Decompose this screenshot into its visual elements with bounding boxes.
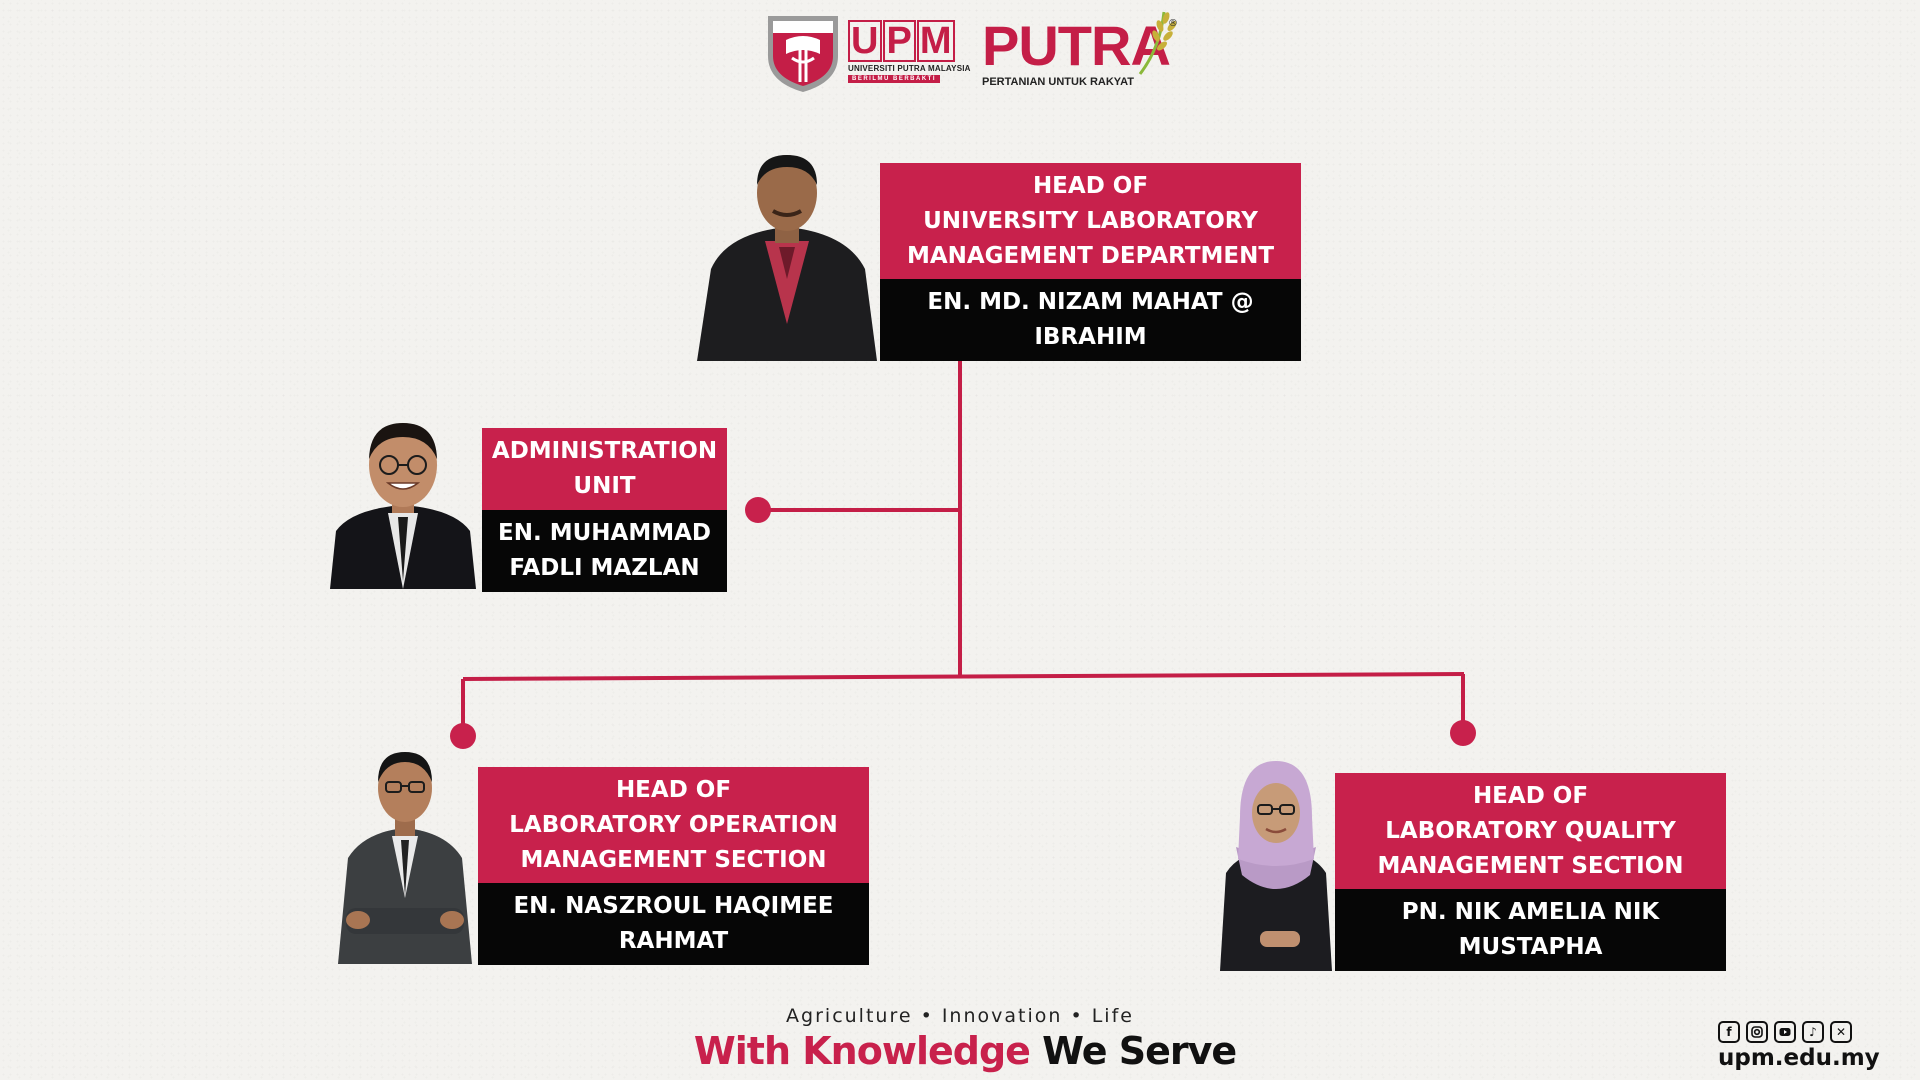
registered-mark-icon: ® bbox=[1168, 18, 1178, 29]
node-operation-title-line: MANAGEMENT SECTION bbox=[520, 846, 827, 873]
node-admin-title-line: UNIT bbox=[573, 473, 636, 499]
putra-subtitle: PERTANIAN UNTUK RAKYAT bbox=[982, 76, 1134, 88]
node-operation-title: HEAD OF LABORATORY OPERATION MANAGEMENT … bbox=[478, 767, 869, 883]
node-admin-name-line: EN. MUHAMMAD bbox=[498, 520, 711, 546]
connector-admin-dot bbox=[745, 497, 771, 523]
node-admin-title: ADMINISTRATION UNIT bbox=[482, 428, 727, 510]
website-link[interactable]: upm.edu.my bbox=[1718, 1045, 1880, 1071]
node-head-name-line: IBRAHIM bbox=[1034, 324, 1147, 350]
motto-red-part: With Knowledge bbox=[693, 1029, 1031, 1073]
node-quality-title-line: HEAD OF bbox=[1472, 782, 1589, 809]
putra-wordmark: PUTRA bbox=[982, 14, 1171, 77]
org-node-admin: ADMINISTRATION UNIT EN. MUHAMMAD FADLI M… bbox=[482, 428, 727, 592]
node-head-title: HEAD OF UNIVERSITY LABORATORY MANAGEMENT… bbox=[880, 163, 1301, 279]
node-operation-name: EN. NASZROUL HAQIMEE RAHMAT bbox=[478, 883, 869, 965]
connector-sections-bar bbox=[462, 672, 1465, 681]
node-quality-name: PN. NIK AMELIA NIK MUSTAPHA bbox=[1335, 889, 1726, 971]
instagram-icon[interactable] bbox=[1746, 1021, 1768, 1043]
youtube-icon[interactable] bbox=[1774, 1021, 1796, 1043]
node-quality-title: HEAD OF LABORATORY QUALITY MANAGEMENT SE… bbox=[1335, 773, 1726, 889]
portrait-admin bbox=[330, 421, 476, 589]
upm-full-name: UNIVERSITI PUTRA MALAYSIA bbox=[848, 64, 971, 73]
tiktok-icon[interactable]: ♪ bbox=[1802, 1021, 1824, 1043]
node-operation-name-line: RAHMAT bbox=[618, 928, 729, 954]
connector-quality-dot bbox=[1450, 720, 1476, 746]
node-quality-title-line: MANAGEMENT SECTION bbox=[1377, 852, 1684, 879]
node-head-name-line: EN. MD. NIZAM MAHAT @ bbox=[927, 289, 1254, 315]
node-quality-name-line: PN. NIK AMELIA NIK bbox=[1401, 899, 1660, 925]
upm-shield-icon bbox=[768, 16, 838, 92]
footer-tagline: Agriculture • Innovation • Life bbox=[786, 1005, 1134, 1027]
node-head-title-line: MANAGEMENT DEPARTMENT bbox=[906, 242, 1275, 269]
facebook-icon[interactable]: f bbox=[1718, 1021, 1740, 1043]
connector-operation-dot bbox=[450, 723, 476, 749]
node-head-title-line: UNIVERSITY LABORATORY bbox=[923, 207, 1258, 234]
node-quality-name-line: MUSTAPHA bbox=[1458, 934, 1603, 960]
rice-stalk-icon bbox=[1138, 11, 1177, 75]
x-icon[interactable]: ✕ bbox=[1830, 1021, 1852, 1043]
org-node-head: HEAD OF UNIVERSITY LABORATORY MANAGEMENT… bbox=[880, 163, 1301, 361]
node-head-title-line: HEAD OF bbox=[1032, 172, 1149, 199]
node-admin-name-line: FADLI MAZLAN bbox=[509, 555, 700, 581]
motto-black-part: We Serve bbox=[1042, 1029, 1237, 1073]
node-operation-title-line: HEAD OF bbox=[615, 776, 732, 803]
portrait-operation bbox=[338, 748, 472, 964]
node-quality-title-line: LABORATORY QUALITY bbox=[1385, 817, 1676, 844]
node-head-name: EN. MD. NIZAM MAHAT @ IBRAHIM bbox=[880, 279, 1301, 361]
footer-motto: With Knowledge We Serve bbox=[640, 1026, 1290, 1076]
org-node-quality: HEAD OF LABORATORY QUALITY MANAGEMENT SE… bbox=[1335, 773, 1726, 971]
node-admin-title-line: ADMINISTRATION bbox=[491, 438, 718, 464]
org-node-operation: HEAD OF LABORATORY OPERATION MANAGEMENT … bbox=[478, 767, 869, 965]
node-operation-name-line: EN. NASZROUL HAQIMEE bbox=[513, 893, 834, 919]
node-admin-name: EN. MUHAMMAD FADLI MAZLAN bbox=[482, 510, 727, 592]
upm-slogan: BERILMU BERBAKTI bbox=[848, 75, 940, 83]
portrait-head bbox=[697, 149, 877, 361]
portrait-quality bbox=[1220, 755, 1332, 971]
node-operation-title-line: LABORATORY OPERATION bbox=[509, 811, 838, 838]
social-icons: f ♪ ✕ bbox=[1718, 1021, 1852, 1045]
